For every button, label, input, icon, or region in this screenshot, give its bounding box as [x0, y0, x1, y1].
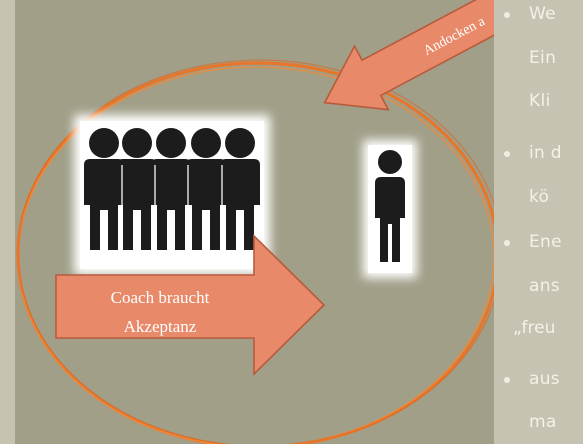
bullet-line: in d: [529, 143, 562, 163]
single-person-icon: [363, 140, 417, 278]
arrow-label-line2: Akzeptanz: [124, 317, 197, 336]
bullet-line: „freu: [513, 318, 556, 338]
bullet-line: aus: [529, 369, 560, 389]
bullet-marker: [504, 12, 510, 18]
bullet-marker: [504, 377, 510, 383]
bullet-line: We: [529, 4, 556, 24]
left-margin-band: [0, 0, 15, 444]
bullet-line: Ein: [529, 48, 557, 68]
bullet-line: Kli: [529, 91, 551, 111]
coach-acceptance-arrow: Coach braucht Akzeptanz: [55, 234, 326, 376]
bullet-line: ma: [529, 412, 557, 432]
bullet-line: ans: [529, 276, 560, 296]
bullet-list-panel: We Ein Kli in d kö Ene ans „freu aus ma: [494, 0, 583, 444]
bullet-line: kö: [529, 187, 550, 207]
group-of-people-icon: [74, 115, 270, 275]
bullet-line: Ene: [529, 232, 562, 252]
arrow-label-line1: Coach braucht: [111, 288, 210, 307]
bullet-marker: [504, 151, 510, 157]
bullet-marker: [504, 240, 510, 246]
